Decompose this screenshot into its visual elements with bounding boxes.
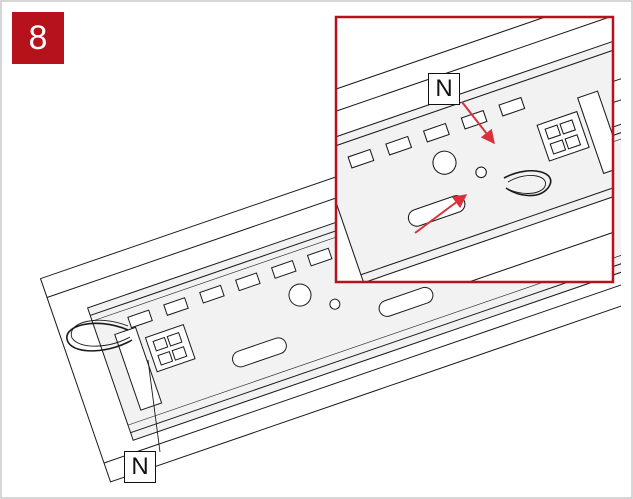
neutral-label: N xyxy=(124,451,156,483)
n-leader-bottom xyxy=(147,359,161,453)
rail-hole-small xyxy=(329,298,341,310)
neutral-label-inset: N xyxy=(428,73,460,105)
arrow-icon xyxy=(414,194,468,234)
rail-slot-long-2 xyxy=(378,286,434,317)
cable-loop xyxy=(66,322,133,352)
terminal-block xyxy=(144,324,196,373)
detail-inset-border xyxy=(334,15,615,284)
rail-slot-long xyxy=(232,337,287,368)
step-number-badge: 8 xyxy=(12,12,64,64)
arrow-icon xyxy=(461,101,495,145)
rail-hole-large xyxy=(288,283,312,307)
